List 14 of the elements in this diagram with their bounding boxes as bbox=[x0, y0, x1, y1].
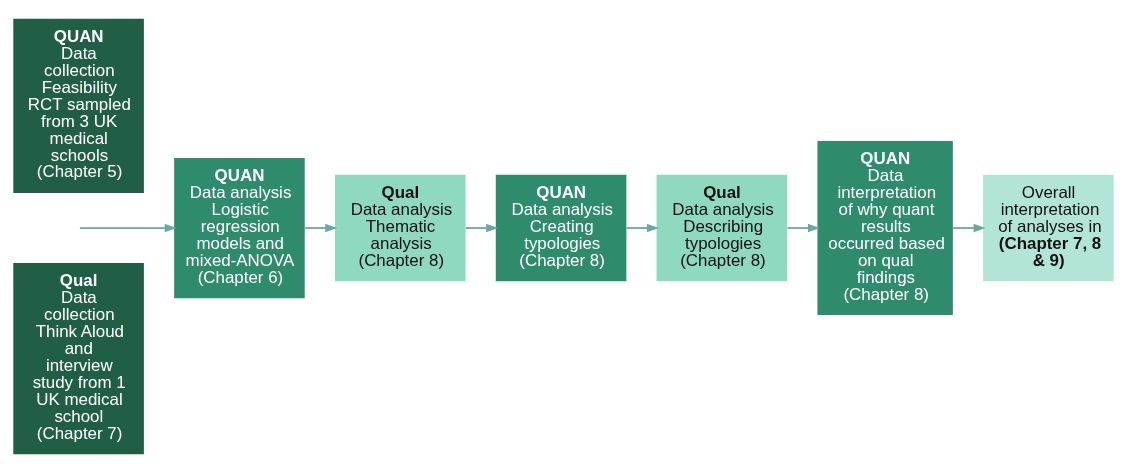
node-box: QUAN Data collection Feasibility RCT sampled from 3 UK medical schools (Chapter 5) bbox=[13, 18, 144, 193]
node-box: QUAN Data analysis Logistic regression models and mixed-ANOVA (Chapter 6) bbox=[174, 157, 305, 298]
node-box: Qual Data analysis Describing typologies (Chapter 8) bbox=[656, 174, 788, 281]
node-box: QUAN Data interpretation of why quant results occurred based on qual findings (Chapter 8) bbox=[817, 140, 953, 315]
arrow bbox=[79, 223, 177, 232]
node-box: Qual Data collection Think Aloud and interview study from 1 UK medical school (Chapter 7) bbox=[13, 262, 144, 454]
arrow bbox=[304, 223, 338, 232]
node-box: Overall interpretation of analyses in (Chapter 7, 8 & 9) bbox=[983, 174, 1114, 281]
node-box: QUAN Data analysis Creating typologies (Chapter 8) bbox=[495, 174, 627, 281]
arrow bbox=[952, 223, 986, 232]
node-box: Qual Data analysis Thematic analysis (Chapter 8) bbox=[334, 174, 466, 281]
arrow bbox=[465, 223, 499, 232]
arrow bbox=[625, 223, 660, 232]
arrow bbox=[786, 223, 821, 232]
